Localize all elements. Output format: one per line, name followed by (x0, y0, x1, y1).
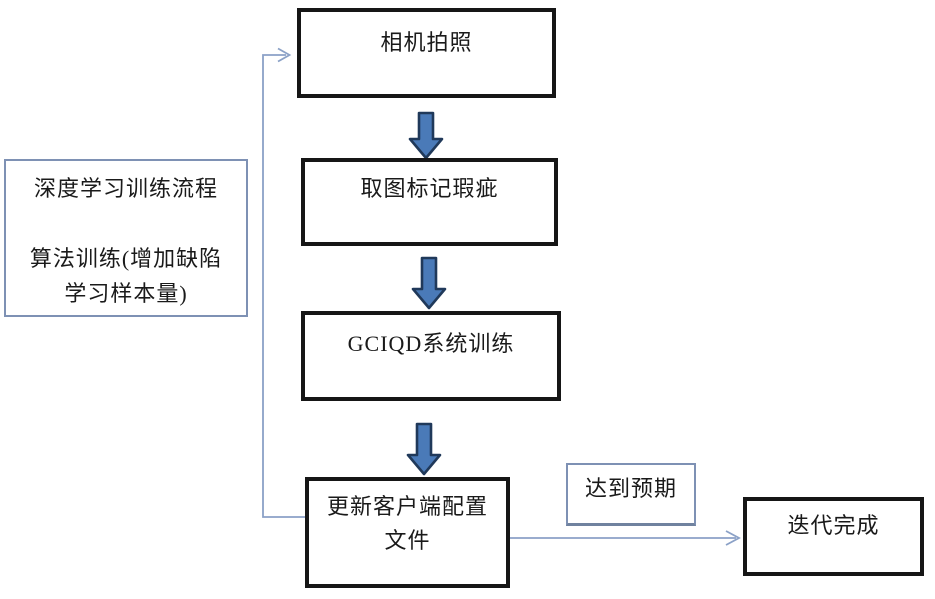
edge-label-expectation-met-text: 达到预期 (584, 476, 677, 501)
node-update-client-config-label: 更新客户端配置 文件 (326, 494, 488, 553)
feedback-arrowhead-icon (277, 47, 292, 63)
down-block-arrow-3-icon (406, 422, 442, 476)
down-block-arrow-2-icon (411, 256, 447, 310)
down-block-arrow-1-icon (408, 111, 444, 160)
node-camera-capture: 相机拍照 (297, 8, 556, 98)
edge-label-expectation-met: 达到预期 (566, 463, 696, 526)
feedback-connector (262, 54, 306, 518)
note-training-process: 深度学习训练流程 算法训练(增加缺陷 学习样本量) (4, 159, 248, 317)
node-update-client-config: 更新客户端配置 文件 (305, 477, 510, 588)
node-camera-capture-label: 相机拍照 (380, 30, 473, 55)
node-gciqd-training: GCIQD系统训练 (301, 311, 561, 401)
node-mark-defects: 取图标记瑕疵 (301, 158, 558, 246)
node-mark-defects-label: 取图标记瑕疵 (360, 176, 499, 201)
node-iteration-complete-label: 迭代完成 (787, 513, 880, 538)
node-iteration-complete: 迭代完成 (743, 497, 924, 576)
node-gciqd-training-label: GCIQD系统训练 (347, 331, 515, 356)
note-training-process-text: 深度学习训练流程 算法训练(增加缺陷 学习样本量) (29, 176, 223, 306)
done-arrowhead-icon (725, 530, 741, 546)
